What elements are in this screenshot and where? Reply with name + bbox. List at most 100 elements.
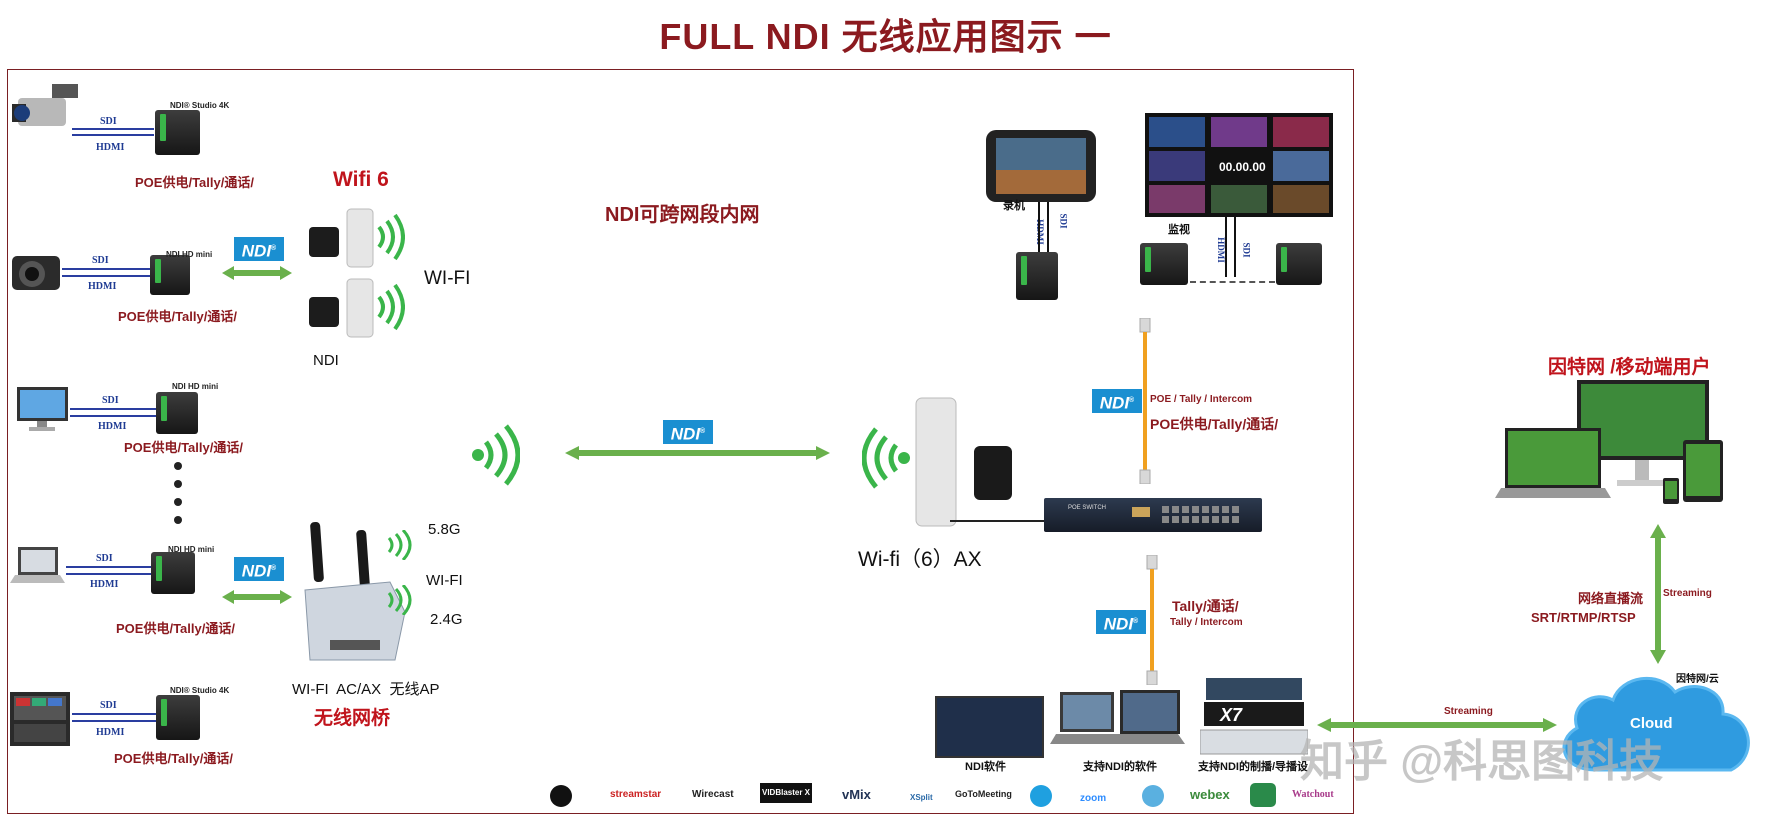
sdi-cable-label: SDI <box>96 553 113 564</box>
sdi-cable-label: SDI <box>1058 213 1069 229</box>
hdmi-cable-label: HDMI <box>96 142 125 153</box>
wifi6ax-label: Wi-fi（6）AX <box>858 548 982 571</box>
recorder-label: 录机 <box>1003 200 1025 212</box>
poe-label: POE供电/Tally/通话/ <box>116 621 235 636</box>
hdmi-cable <box>66 573 151 575</box>
poe-label: POE供电/Tally/通话/ <box>135 175 254 190</box>
x7-production-switcher <box>1199 678 1309 756</box>
multi-device-screens <box>1495 380 1727 508</box>
hdmi-cable-label: HDMI <box>90 579 119 590</box>
recorder-cable <box>1047 202 1049 254</box>
hdmi-cable <box>72 134 154 136</box>
bidirectional-arrow <box>1317 718 1557 732</box>
supported-software-label: 支持NDI的软件 <box>1083 761 1157 773</box>
software-logo: GoToMeeting <box>955 789 1012 799</box>
poe-switch <box>1044 498 1262 532</box>
cloud-icon <box>1555 670 1760 778</box>
ethernet-cable <box>1138 317 1152 485</box>
bidirectional-arrow <box>222 266 292 280</box>
ndi-hd-mini-device <box>156 392 198 434</box>
sdi-cable-label: SDI <box>100 116 117 127</box>
poe-big-label: POE供电/Tally/通话/ <box>1150 416 1279 432</box>
device-label: NDI HD mini <box>172 382 219 391</box>
vmix-laptop-image <box>1050 690 1185 752</box>
skype-icon <box>1030 785 1052 807</box>
sdi-cable-label: SDI <box>102 395 119 406</box>
switch-link-line <box>950 520 1044 522</box>
hdmi-cable <box>62 275 150 277</box>
dashed-link <box>1190 281 1275 283</box>
monitor-timer: 00.00.00 <box>1219 160 1266 174</box>
monitor-ndi-device <box>1276 243 1322 285</box>
sdi-cable <box>72 128 154 130</box>
software-label: NDI软件 <box>965 761 1006 773</box>
ndi-software-image <box>935 696 1044 758</box>
poe-label: POE供电/Tally/通话/ <box>124 440 243 455</box>
recorder-ndi-device <box>1016 252 1058 300</box>
multiview-monitor <box>1145 113 1333 217</box>
switch-label: POE SWITCH <box>1068 505 1107 511</box>
camcorder-image <box>12 78 82 138</box>
watchout-icon <box>1250 783 1276 807</box>
wifi6ax-signal-icon <box>861 423 912 493</box>
device-label: NDI® Studio 4K <box>170 686 230 695</box>
poe-small-label: POE / Tally / Intercom <box>1150 394 1253 405</box>
recorder-cable <box>1038 202 1040 254</box>
device-label: NDI HD mini <box>168 545 215 554</box>
broadcast-console-image <box>8 690 72 748</box>
device-label: NDI® Studio 4K <box>170 101 230 110</box>
wifi6ax-access-point <box>910 396 1030 528</box>
ndi-label: NDI <box>313 352 339 369</box>
software-logo: XSplit <box>910 793 933 802</box>
poe-label: POE供电/Tally/通话/ <box>114 751 233 766</box>
hdmi-cable-label: HDMI <box>98 421 127 432</box>
wifi6-title: Wifi 6 <box>333 168 389 191</box>
watermark: 知乎 @科思图科技 <box>1300 737 1664 786</box>
device-label: NDI HD mini <box>166 250 213 259</box>
software-logo: Watchout <box>1292 789 1334 800</box>
band-24-label: 2.4G <box>430 611 463 628</box>
ap-signal-icon <box>385 528 415 562</box>
wifi-label: WI-FI <box>424 268 471 289</box>
software-logo: Wirecast <box>692 789 734 800</box>
software-logo: webex <box>1190 787 1230 802</box>
monitor-ndi-device <box>1140 243 1188 285</box>
software-logo: streamstar <box>610 789 662 800</box>
ap-caption: WI-FI AC/AX 无线AP <box>292 681 440 698</box>
ndi-logo: NDI® <box>663 420 713 444</box>
band-58-label: 5.8G <box>428 521 461 538</box>
page-title: FULL NDI 无线应用图示 一 <box>659 16 1112 57</box>
ndi-logo: NDI® <box>1092 389 1142 413</box>
cross-segment-label: NDI可跨网段内网 <box>605 204 760 226</box>
sdi-cable-label: SDI <box>92 255 109 266</box>
bidirectional-arrow <box>565 446 830 460</box>
ndi-hd-mini-device <box>150 255 190 295</box>
ndi-logo: NDI® <box>234 557 284 581</box>
field-recorder-image <box>986 130 1096 202</box>
vertical-bidirectional-arrow <box>1650 524 1666 664</box>
hdmi-cable <box>72 720 156 722</box>
sdi-cable <box>72 713 156 715</box>
tally-big-label: Tally/通话/ <box>1172 598 1239 614</box>
internet-streaming-label: Streaming <box>1663 588 1712 599</box>
wifi-signal-icon <box>470 420 521 490</box>
wifi-receiver-unit <box>305 205 405 270</box>
dslr-camera-image <box>10 248 62 293</box>
laptop-image <box>10 545 65 587</box>
software-logo: vMix <box>842 787 871 802</box>
monitor-label: 监视 <box>1168 224 1190 236</box>
obs-icon <box>550 785 572 807</box>
monitor-cable <box>1234 217 1236 277</box>
production-label: 支持NDI的制播/导播设 <box>1198 761 1308 773</box>
hdmi-cable <box>70 415 156 417</box>
protocols-label: SRT/RTMP/RTSP <box>1531 610 1636 625</box>
cloud-label: 因特网/云 <box>1676 674 1719 685</box>
more-sources-indicator <box>172 460 184 530</box>
bidirectional-arrow <box>222 590 292 604</box>
poe-label: POE供电/Tally/通话/ <box>118 309 237 324</box>
ndi-studio-4k-device <box>155 110 200 155</box>
stream-label: 网络直播流 <box>1578 591 1644 606</box>
sdi-cable <box>66 566 151 568</box>
ndi-hd-mini-device <box>151 552 195 594</box>
ap-wifi-label: WI-FI <box>426 572 463 589</box>
